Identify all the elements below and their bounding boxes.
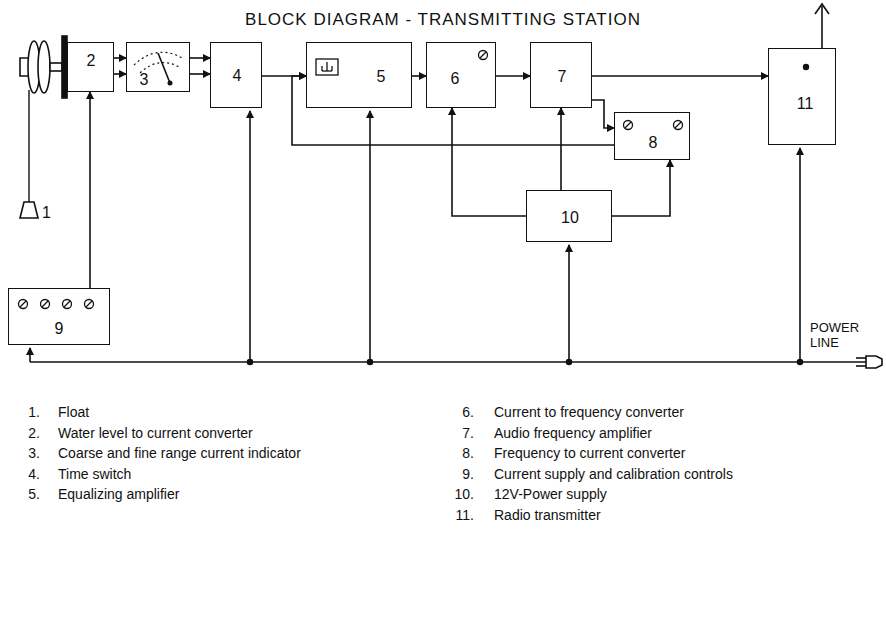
box-symbol bbox=[127, 43, 189, 91]
supply-box: 9 bbox=[8, 288, 110, 345]
power-supply-box: 10 bbox=[526, 190, 612, 242]
legend-number: 10. bbox=[440, 486, 474, 503]
float-symbol bbox=[20, 202, 38, 218]
box-symbol bbox=[427, 43, 495, 107]
power-plug bbox=[856, 356, 882, 368]
legend-number: 5. bbox=[6, 486, 40, 503]
legend-text: Frequency to current converter bbox=[494, 445, 685, 462]
signal-arrow bbox=[452, 108, 526, 216]
legend-text: Current to frequency converter bbox=[494, 404, 684, 421]
callout-number: 10 bbox=[561, 209, 579, 227]
signal-arrow bbox=[114, 57, 126, 59]
legend-number: 1. bbox=[6, 404, 40, 421]
legend-text: Equalizing amplifier bbox=[58, 486, 179, 503]
signal-arrow bbox=[412, 75, 426, 77]
callout-number: 7 bbox=[558, 68, 567, 86]
switch-box: 4 bbox=[210, 42, 262, 108]
legend-text: 12V-Power supply bbox=[494, 486, 607, 503]
callout-number: 8 bbox=[649, 134, 658, 152]
legend-number: 9. bbox=[440, 466, 474, 483]
pulley bbox=[20, 36, 67, 98]
diagram-title: BLOCK DIAGRAM - TRANSMITTING STATION bbox=[0, 10, 886, 30]
amplifier-box: 5 bbox=[306, 42, 412, 108]
signal-arrow bbox=[560, 108, 562, 190]
signal-arrow bbox=[612, 160, 670, 216]
callout-number: 6 bbox=[451, 70, 460, 88]
signal-arrow bbox=[592, 100, 614, 128]
legend-number: 6. bbox=[440, 404, 474, 421]
signal-arrow bbox=[592, 75, 768, 77]
legend-number: 8. bbox=[440, 445, 474, 462]
callout-number: 11 bbox=[797, 95, 814, 113]
signal-arrow bbox=[190, 57, 210, 59]
legend-number: 3. bbox=[6, 445, 40, 462]
signal-arrow bbox=[114, 73, 126, 75]
converter-box: 6 bbox=[426, 42, 496, 108]
legend-text: Coarse and fine range current indicator bbox=[58, 445, 301, 462]
legend-number: 7. bbox=[440, 425, 474, 442]
power-line-label: POWER LINE bbox=[810, 320, 874, 350]
legend-text: Time switch bbox=[58, 466, 131, 483]
power-line-wires bbox=[30, 111, 866, 365]
antenna-arrow bbox=[815, 4, 829, 48]
signal-arrow bbox=[89, 92, 91, 288]
converter-box: 8 bbox=[614, 112, 690, 160]
transmitter-box: 11 bbox=[768, 48, 836, 145]
callout-number: 1 bbox=[42, 204, 51, 221]
callout-number: 4 bbox=[233, 67, 242, 85]
callout-number: 5 bbox=[377, 68, 386, 86]
legend-number: 11. bbox=[440, 507, 474, 524]
callout-number: 9 bbox=[55, 320, 64, 338]
legend-text: Water level to current converter bbox=[58, 425, 253, 442]
legend-text: Radio transmitter bbox=[494, 507, 601, 524]
float-rope bbox=[28, 90, 29, 202]
callout-number: 2 bbox=[87, 52, 96, 70]
legend-number: 2. bbox=[6, 425, 40, 442]
indicator-box: 3 bbox=[126, 42, 190, 92]
box-symbol bbox=[307, 43, 411, 107]
legend-text: Audio frequency amplifier bbox=[494, 425, 652, 442]
converter-box: 2 bbox=[67, 42, 114, 92]
signal-arrow bbox=[496, 75, 530, 77]
callout-number: 3 bbox=[140, 71, 149, 89]
legend-text: Current supply and calibration controls bbox=[494, 466, 733, 483]
amplifier-box: 7 bbox=[530, 42, 592, 108]
legend-number: 4. bbox=[6, 466, 40, 483]
legend-text: Float bbox=[58, 404, 89, 421]
signal-arrow bbox=[190, 73, 210, 75]
